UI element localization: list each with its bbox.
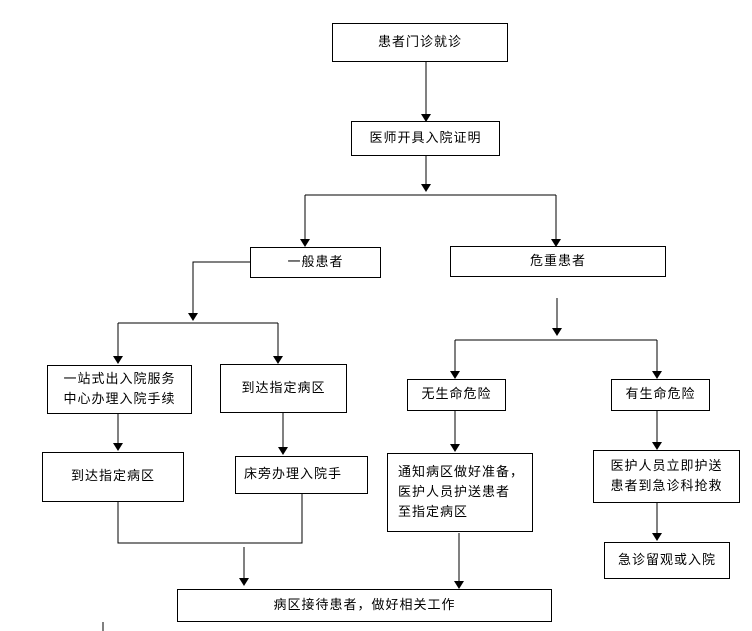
node-life-threat: 有生命危险: [611, 379, 710, 411]
node-general-patient: 一般患者: [250, 247, 381, 278]
node-emergency-observation: 急诊留观或入院: [604, 542, 730, 579]
node-critical-patient: 危重患者: [450, 246, 666, 277]
node-notify-ward: 通知病区做好准备， 医护人员护送患者 至指定病区: [387, 453, 533, 532]
node-one-stop-service: 一站式出入院服务 中心办理入院手续: [47, 365, 192, 414]
node-arrive-ward-right: 到达指定病区: [220, 364, 347, 413]
node-no-life-threat: 无生命危险: [407, 379, 506, 411]
node-admission-certificate: 医师开具入院证明: [351, 121, 500, 156]
node-outpatient-visit: 患者门诊就诊: [332, 23, 508, 62]
node-arrive-ward-left: 到达指定病区: [42, 452, 184, 502]
node-bedside-admission: 床旁办理入院手: [235, 456, 368, 494]
node-escort-emergency: 医护人员立即护送 患者到急诊科抢救: [593, 450, 740, 503]
node-ward-receives-patient: 病区接待患者，做好相关工作: [177, 589, 552, 622]
